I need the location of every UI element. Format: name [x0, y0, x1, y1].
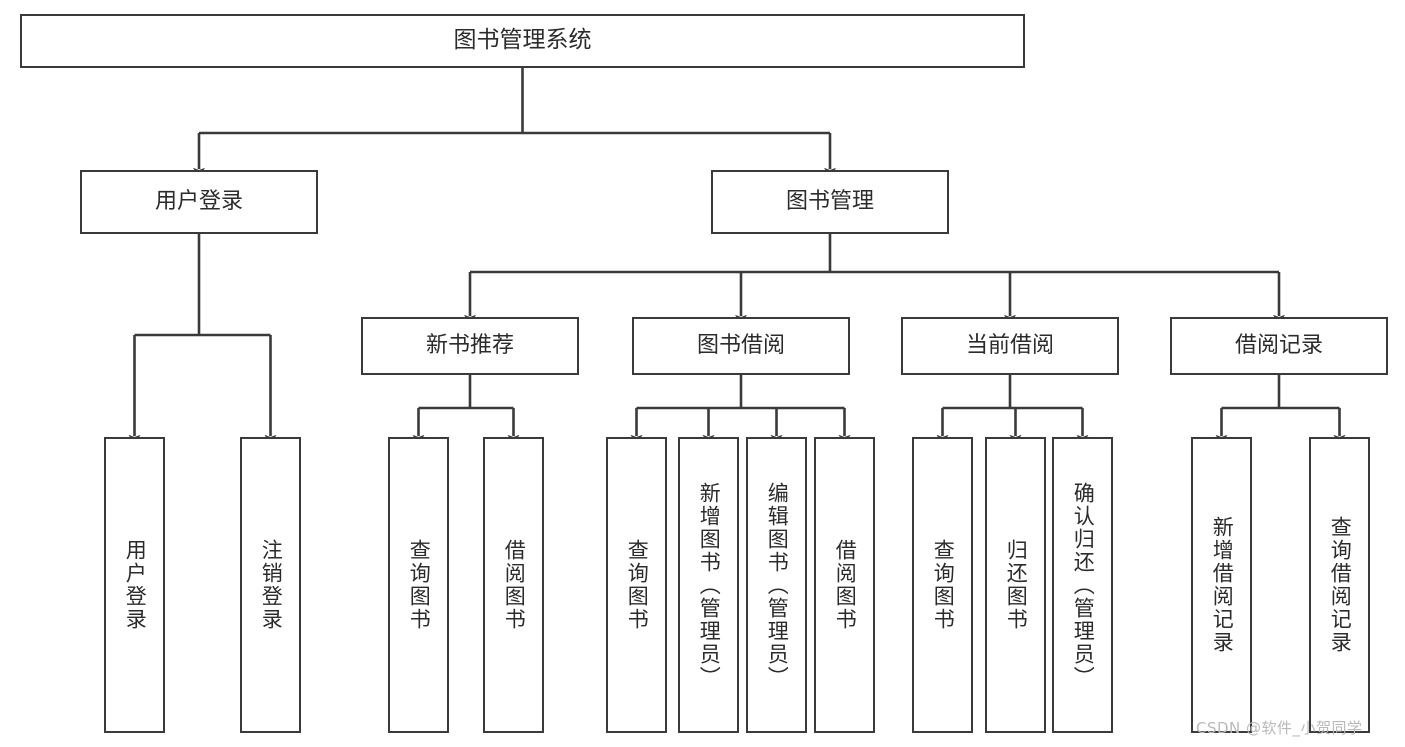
- node-label-current-borrow: 当前借阅: [965, 332, 1054, 358]
- node-label-leaf-add-book-admin: 新增图书（管理员）: [697, 481, 722, 689]
- node-label-leaf-query-book-2: 查询图书: [625, 539, 650, 631]
- node-label-leaf-query-borrow-record: 查询借阅记录: [1328, 516, 1353, 654]
- node-label-leaf-borrow-book-2: 借阅图书: [833, 539, 858, 631]
- node-leaf-confirm-return-admin[interactable]: 确认归还（管理员）: [1052, 437, 1113, 733]
- node-book-manage[interactable]: 图书管理: [711, 170, 949, 234]
- node-new-book-recommend[interactable]: 新书推荐: [361, 317, 579, 375]
- node-leaf-query-book-1[interactable]: 查询图书: [388, 437, 449, 733]
- watermark-text: CSDN @软件_小贺同学: [1196, 719, 1363, 737]
- node-label-root: 图书管理系统: [453, 27, 592, 54]
- node-user-login[interactable]: 用户登录: [80, 170, 318, 234]
- node-root[interactable]: 图书管理系统: [20, 14, 1025, 68]
- node-label-book-borrow: 图书借阅: [696, 332, 785, 358]
- edge-group: [128, 68, 1346, 445]
- node-label-new-book-recommend: 新书推荐: [425, 332, 514, 358]
- node-leaf-borrow-book-2[interactable]: 借阅图书: [814, 437, 875, 733]
- node-leaf-query-borrow-record[interactable]: 查询借阅记录: [1309, 437, 1370, 733]
- node-leaf-user-login[interactable]: 用户登录: [104, 437, 165, 733]
- node-label-leaf-add-borrow-record: 新增借阅记录: [1210, 516, 1235, 654]
- node-borrow-record[interactable]: 借阅记录: [1170, 317, 1388, 375]
- node-label-borrow-record: 借阅记录: [1234, 332, 1323, 358]
- node-label-leaf-confirm-return-admin: 确认归还（管理员）: [1071, 481, 1096, 689]
- node-book-borrow[interactable]: 图书借阅: [632, 317, 850, 375]
- node-label-user-login: 用户登录: [154, 188, 243, 214]
- node-label-book-manage: 图书管理: [785, 188, 874, 214]
- node-current-borrow[interactable]: 当前借阅: [901, 317, 1119, 375]
- node-leaf-borrow-book-1[interactable]: 借阅图书: [483, 437, 544, 733]
- node-label-leaf-query-book-3: 查询图书: [931, 539, 956, 631]
- node-leaf-return-book[interactable]: 归还图书: [985, 437, 1046, 733]
- node-leaf-query-book-3[interactable]: 查询图书: [912, 437, 973, 733]
- node-leaf-query-book-2[interactable]: 查询图书: [606, 437, 667, 733]
- node-label-leaf-borrow-book-1: 借阅图书: [502, 539, 527, 631]
- node-label-leaf-return-book: 归还图书: [1004, 539, 1029, 631]
- node-label-leaf-user-login: 用户登录: [123, 539, 148, 631]
- node-label-leaf-logout: 注销登录: [259, 539, 284, 631]
- node-leaf-add-borrow-record[interactable]: 新增借阅记录: [1191, 437, 1252, 733]
- node-leaf-edit-book-admin[interactable]: 编辑图书（管理员）: [746, 437, 807, 733]
- node-label-leaf-edit-book-admin: 编辑图书（管理员）: [765, 481, 790, 689]
- node-label-leaf-query-book-1: 查询图书: [407, 539, 432, 631]
- node-leaf-logout[interactable]: 注销登录: [240, 437, 301, 733]
- node-leaf-add-book-admin[interactable]: 新增图书（管理员）: [678, 437, 739, 733]
